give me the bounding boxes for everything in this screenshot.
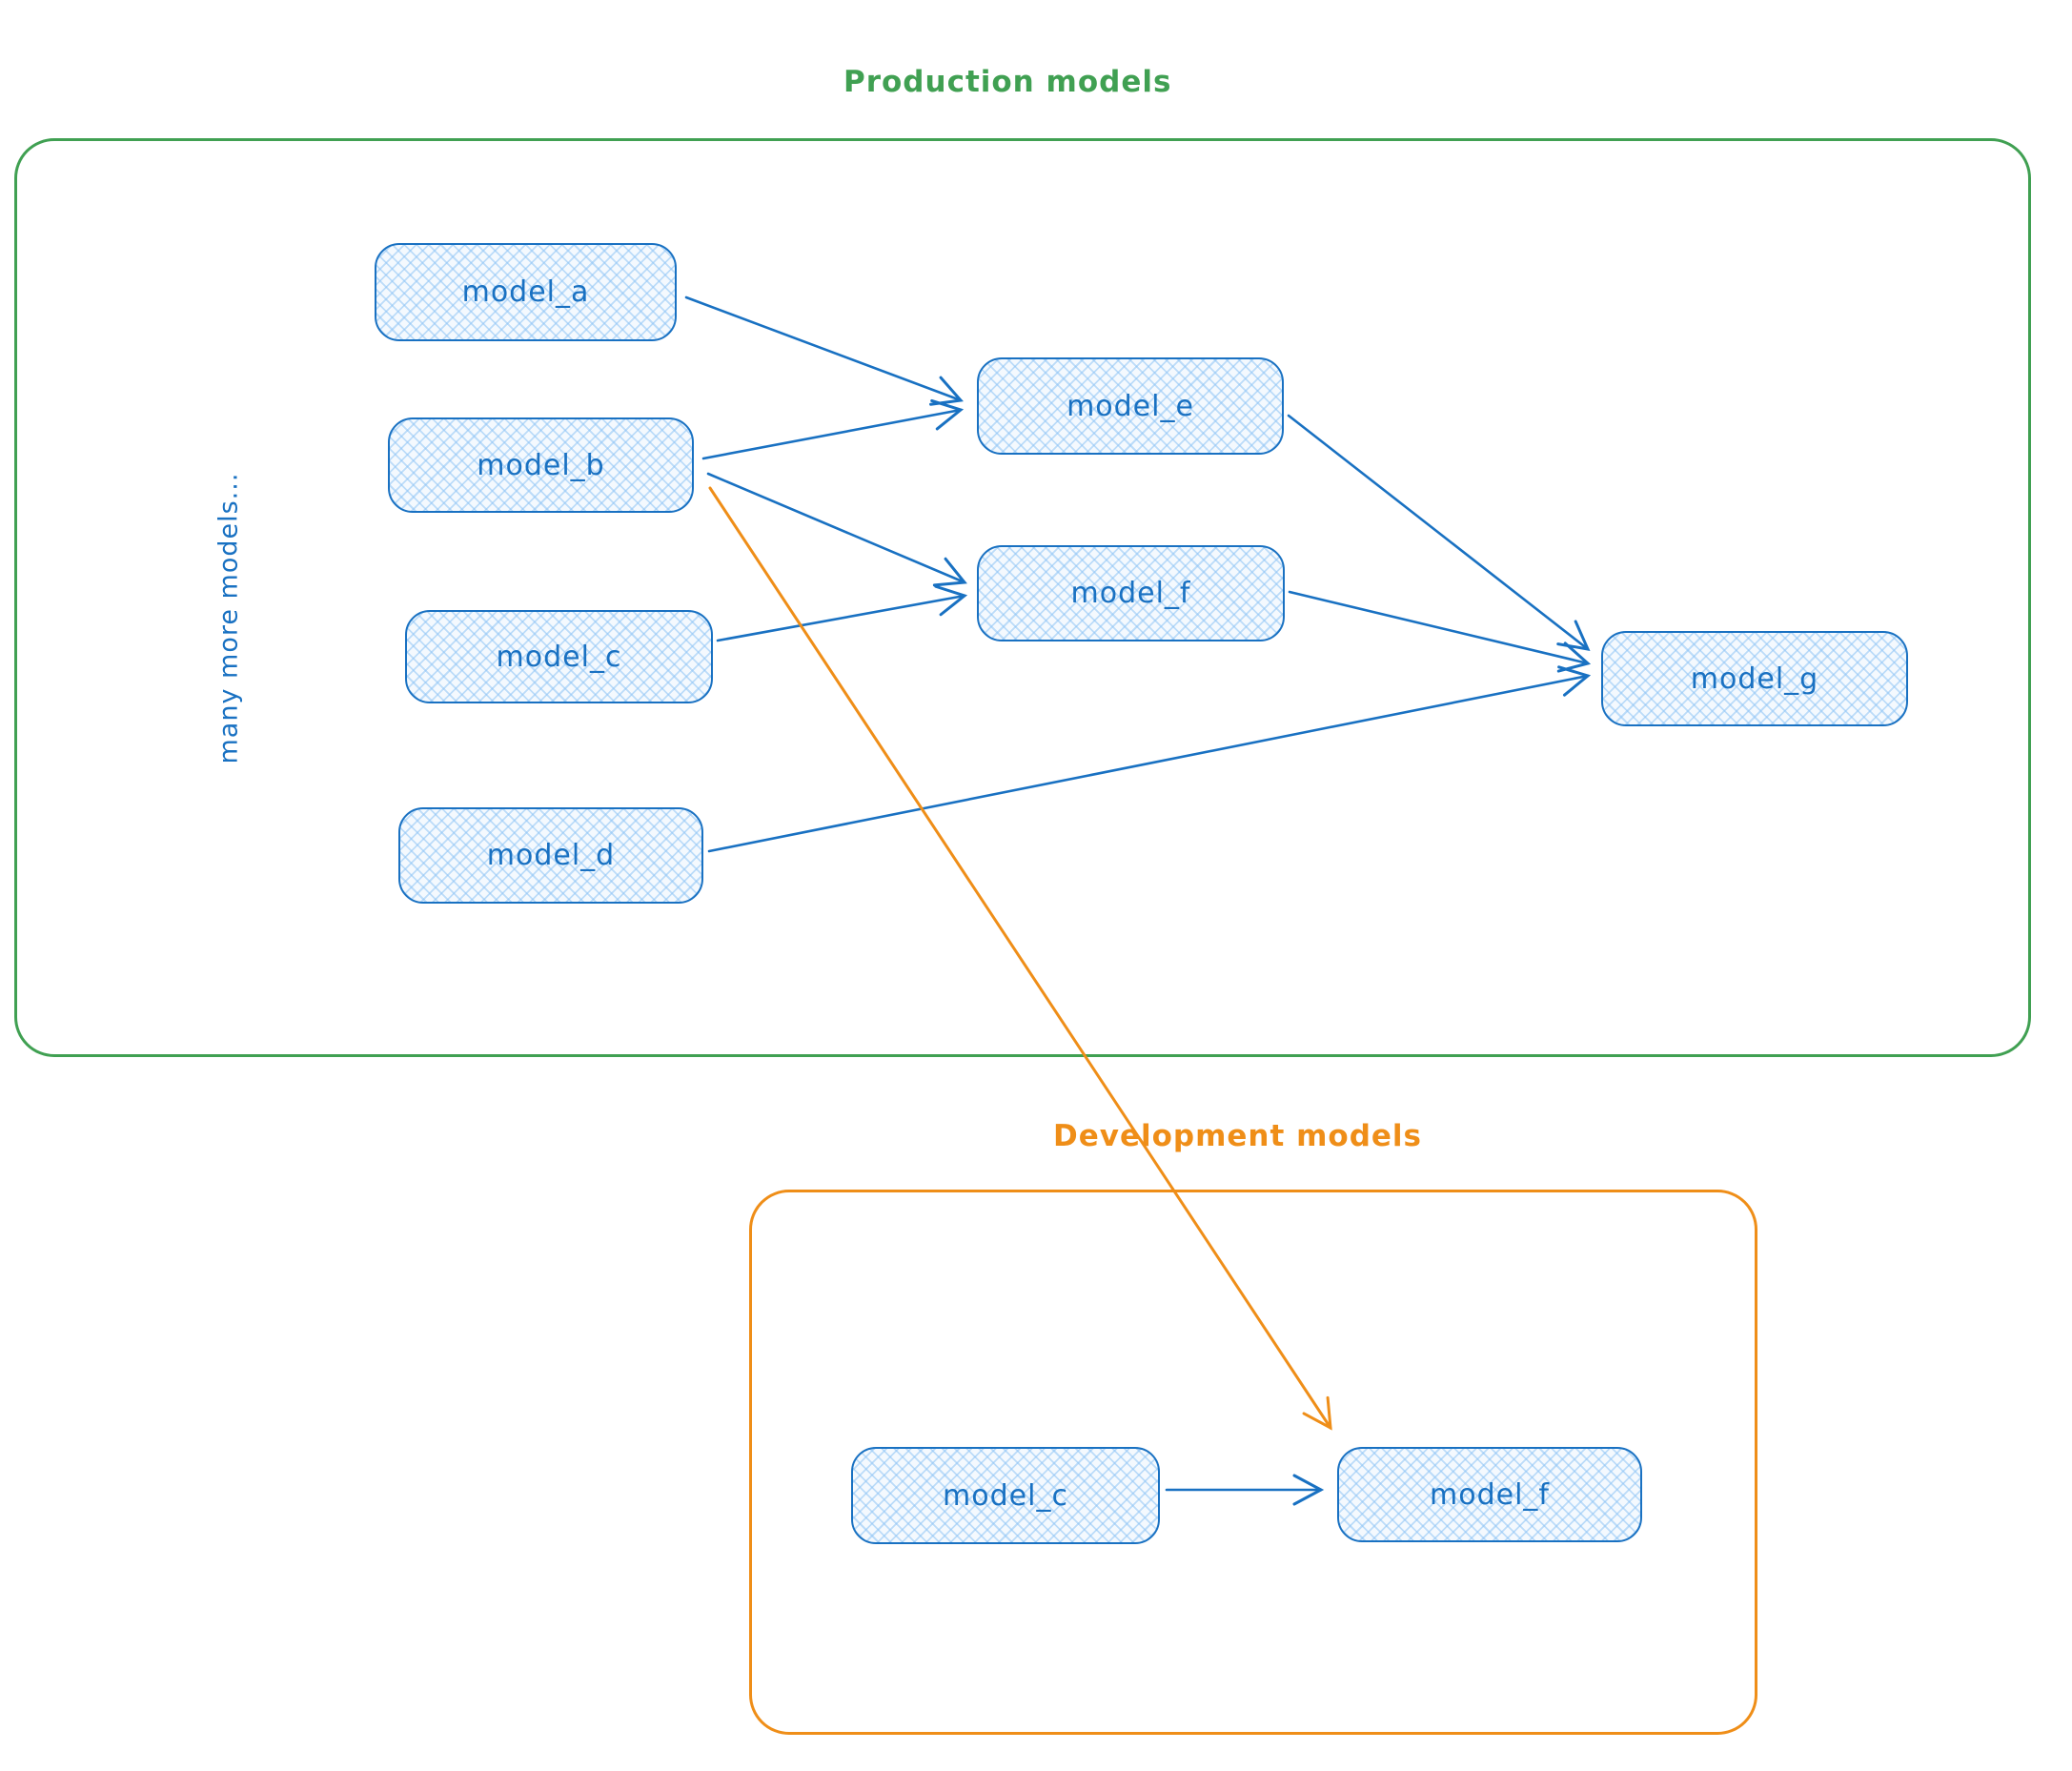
node-model-g-label: model_g (1690, 662, 1819, 696)
node-dev-model-f: model_f (1337, 1447, 1642, 1542)
node-model-d: model_d (398, 807, 703, 904)
node-model-d-label: model_d (486, 839, 616, 872)
node-model-e-label: model_e (1066, 389, 1194, 423)
node-model-c: model_c (405, 610, 713, 703)
many-more-models-note: many more models... (213, 472, 244, 764)
node-model-b-label: model_b (477, 448, 605, 482)
node-model-e: model_e (977, 357, 1284, 455)
node-model-f: model_f (977, 545, 1285, 641)
node-model-a: model_a (375, 243, 677, 341)
node-dev-model-c-label: model_c (943, 1478, 1068, 1513)
development-group-title: Development models (1053, 1119, 1423, 1153)
production-group-title: Production models (843, 65, 1172, 99)
node-dev-model-f-label: model_f (1430, 1477, 1550, 1512)
node-model-f-label: model_f (1070, 577, 1191, 610)
node-model-c-label: model_c (496, 640, 622, 674)
node-model-g: model_g (1601, 631, 1908, 726)
node-model-a-label: model_a (461, 275, 590, 309)
node-dev-model-c: model_c (851, 1447, 1160, 1544)
node-model-b: model_b (388, 417, 694, 513)
